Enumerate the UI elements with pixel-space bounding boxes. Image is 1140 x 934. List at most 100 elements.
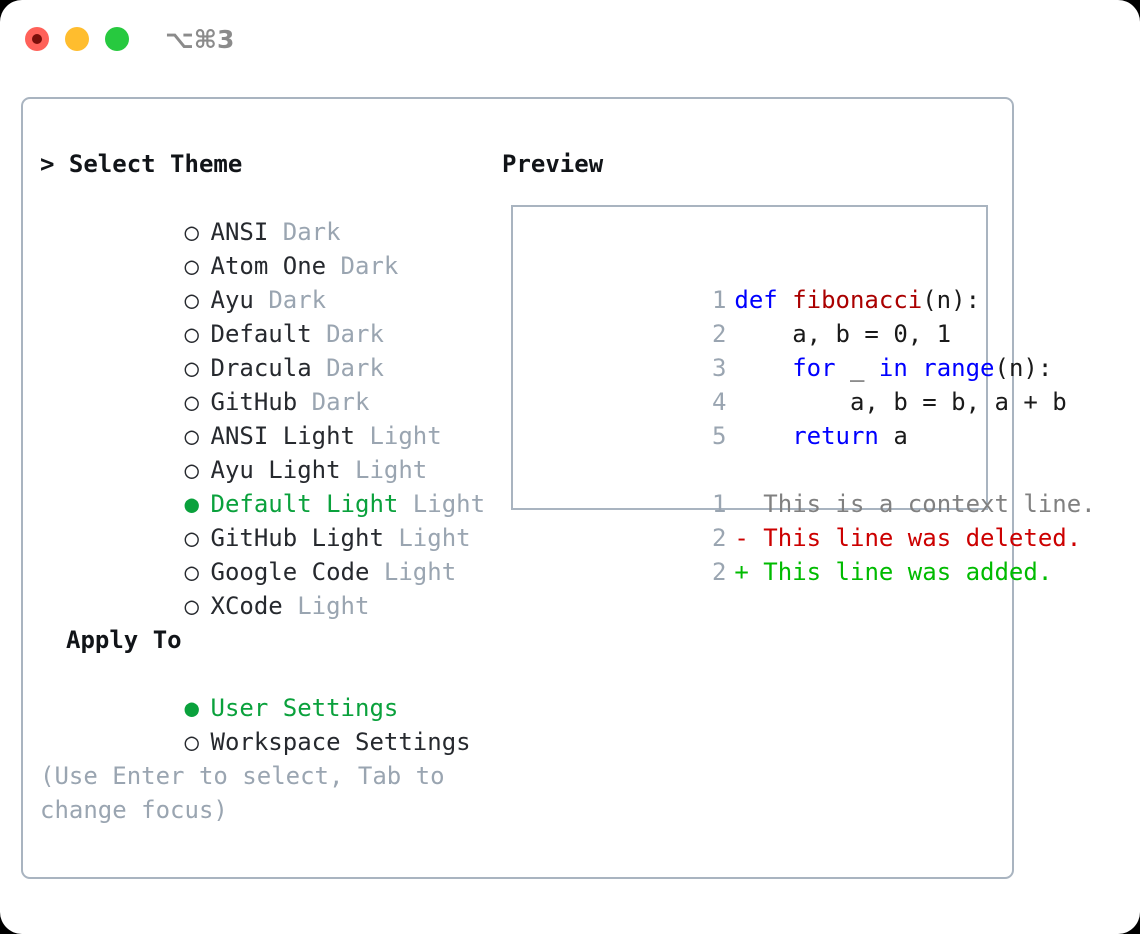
theme-option-xcode[interactable]: ○ XCode Light bbox=[40, 555, 490, 620]
preview-pane: Preview bbox=[502, 147, 992, 181]
theme-option-ayu-light[interactable]: ○ Ayu Light Light bbox=[40, 419, 490, 484]
theme-label: GitHub bbox=[210, 388, 298, 416]
theme-label: Dracula bbox=[210, 354, 312, 382]
theme-option-ayu-dark[interactable]: ○ Ayu Dark bbox=[40, 249, 490, 314]
code-token: (n): bbox=[922, 286, 981, 314]
theme-option-atom-one-dark[interactable]: ○ Atom One Dark bbox=[40, 215, 490, 280]
radio-icon: ○ bbox=[184, 592, 199, 620]
theme-variant-tag: Light bbox=[398, 524, 471, 552]
maximize-button[interactable] bbox=[105, 27, 129, 51]
theme-label: Default bbox=[210, 320, 312, 348]
code-token: fibonacci bbox=[792, 286, 923, 314]
theme-option-google-code[interactable]: ○ Google Code Light bbox=[40, 521, 490, 586]
theme-selector-pane: > Select Theme ○ ANSI Dark ○ Atom One Dark… bbox=[40, 147, 490, 827]
radio-icon: ○ bbox=[184, 320, 199, 348]
code-token bbox=[734, 354, 792, 382]
theme-label: ANSI Light bbox=[210, 422, 356, 450]
select-theme-heading: > Select Theme bbox=[40, 150, 243, 178]
theme-variant-tag: Dark bbox=[326, 320, 384, 348]
theme-option-dracula-dark[interactable]: ○ Dracula Dark bbox=[40, 317, 490, 382]
theme-label: XCode bbox=[210, 592, 283, 620]
code-token: a, b = b, a + b bbox=[734, 388, 1067, 416]
code-line: 3 for _ in range(n): bbox=[529, 317, 1096, 382]
diff-line-added: 2+ This line was added. bbox=[529, 521, 1096, 586]
theme-variant-tag: Light bbox=[383, 558, 457, 586]
code-token: for bbox=[792, 354, 836, 382]
theme-label: Ayu bbox=[210, 286, 254, 314]
radio-icon-selected: ● bbox=[184, 490, 199, 518]
diff-text: This line was deleted. bbox=[763, 524, 1082, 552]
apply-to-workspace-settings[interactable]: ○ Workspace Settings bbox=[40, 691, 490, 756]
line-number: 3 bbox=[711, 354, 727, 382]
theme-variant-tag: Dark bbox=[311, 388, 370, 416]
theme-variant-tag: Light bbox=[412, 490, 486, 518]
theme-variant-tag: Dark bbox=[340, 252, 399, 280]
theme-option-ansi-dark[interactable]: ○ ANSI Dark bbox=[40, 181, 490, 246]
code-token: a, b = 0, 1 bbox=[734, 320, 952, 348]
code-token: a bbox=[878, 422, 908, 450]
code-token: return bbox=[792, 422, 879, 450]
theme-variant-tag: Dark bbox=[282, 218, 341, 246]
theme-label: ANSI bbox=[210, 218, 269, 246]
theme-option-default-dark[interactable]: ○ Default Dark bbox=[40, 283, 490, 348]
minimize-button[interactable] bbox=[65, 27, 89, 51]
diff-marker: - bbox=[734, 524, 764, 552]
line-number: 2 bbox=[711, 558, 727, 586]
diff-line-context: 1 This is a context line. bbox=[529, 453, 1096, 518]
code-token: (n): bbox=[994, 354, 1053, 382]
theme-option-github-light[interactable]: ○ GitHub Light Light bbox=[40, 487, 490, 552]
traffic-light-group bbox=[25, 27, 129, 51]
line-number: 2 bbox=[711, 320, 727, 348]
diff-text: This is a context line. bbox=[763, 490, 1096, 518]
radio-icon-selected: ● bbox=[184, 694, 199, 722]
theme-label: Google Code bbox=[210, 558, 370, 586]
dialog-card: > Select Theme ○ ANSI Dark ○ Atom One Dark… bbox=[21, 97, 1096, 879]
theme-label: Ayu Light bbox=[210, 456, 341, 484]
theme-variant-tag: Light bbox=[297, 592, 370, 620]
apply-to-user-settings[interactable]: ● User Settings bbox=[40, 657, 490, 722]
radio-icon: ○ bbox=[184, 388, 199, 416]
line-number: 4 bbox=[711, 388, 727, 416]
radio-icon: ○ bbox=[184, 218, 199, 246]
radio-icon: ○ bbox=[184, 456, 199, 484]
diff-text: This line was added. bbox=[763, 558, 1053, 586]
theme-label: Default Light bbox=[210, 490, 399, 518]
theme-option-default-light[interactable]: ● Default Light Light bbox=[40, 453, 490, 518]
apply-to-label: User Settings bbox=[210, 694, 399, 722]
code-token: in range bbox=[878, 354, 995, 382]
line-number: 1 bbox=[711, 490, 727, 518]
title-bar: ⌥⌘3 bbox=[0, 0, 1140, 78]
code-line: 5 return a bbox=[529, 385, 1096, 450]
line-number: 1 bbox=[711, 286, 727, 314]
diff-marker: + bbox=[734, 558, 764, 586]
code-line: 2 a, b = 0, 1 bbox=[529, 283, 1096, 348]
theme-variant-tag: Dark bbox=[268, 286, 327, 314]
theme-variant-tag: Light bbox=[355, 456, 428, 484]
radio-icon: ○ bbox=[184, 728, 199, 756]
theme-variant-tag: Light bbox=[369, 422, 442, 450]
apply-to-label: Workspace Settings bbox=[210, 728, 471, 756]
preview-heading: Preview bbox=[502, 150, 604, 178]
line-number: 5 bbox=[711, 422, 727, 450]
code-token: def bbox=[734, 286, 793, 314]
radio-icon: ○ bbox=[184, 286, 199, 314]
diff-marker bbox=[734, 490, 763, 518]
keyboard-shortcut-label: ⌥⌘3 bbox=[165, 24, 235, 54]
theme-option-ansi-light[interactable]: ○ ANSI Light Light bbox=[40, 385, 490, 450]
code-token bbox=[734, 422, 792, 450]
keyboard-hint-text: (Use Enter to select, Tab to change focu… bbox=[40, 762, 445, 824]
radio-icon: ○ bbox=[184, 422, 199, 450]
code-token: _ bbox=[835, 354, 879, 382]
close-button[interactable] bbox=[25, 27, 49, 51]
theme-label: GitHub Light bbox=[210, 524, 384, 552]
theme-option-github-dark[interactable]: ○ GitHub Dark bbox=[40, 351, 490, 416]
radio-icon: ○ bbox=[184, 524, 199, 552]
theme-label: Atom One bbox=[210, 252, 327, 280]
line-number: 2 bbox=[711, 524, 727, 552]
diff-line-deleted: 2- This line was deleted. bbox=[529, 487, 1096, 552]
radio-icon: ○ bbox=[184, 354, 199, 382]
